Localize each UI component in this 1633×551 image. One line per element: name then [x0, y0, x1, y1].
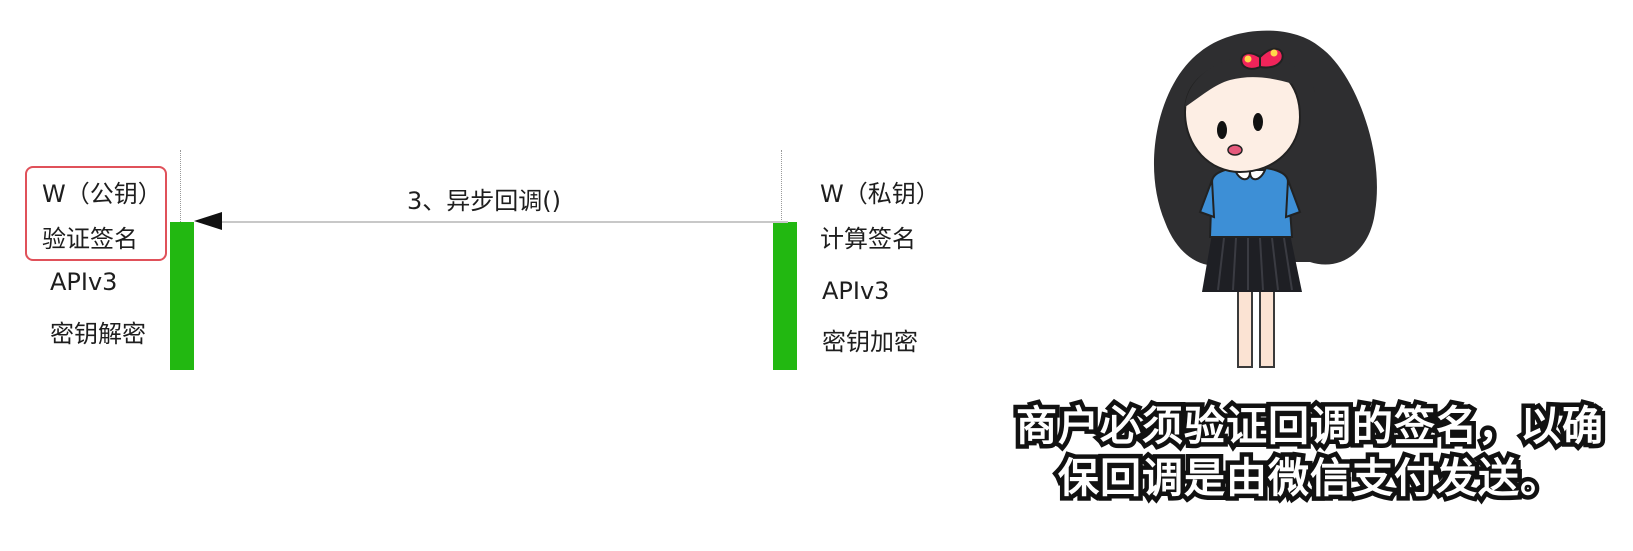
right-eye: [1253, 113, 1263, 131]
left-crypto-label: 密钥解密: [50, 320, 146, 348]
right-api-label: APIv3: [822, 277, 890, 305]
message-arrowhead-icon: [194, 212, 222, 230]
butterfly-bow: [1240, 47, 1284, 70]
left-activation-bar: [170, 222, 194, 370]
caption-line-1: 商户必须验证回调的签名，以确: [1012, 398, 1608, 455]
hair-bangs: [1185, 55, 1315, 107]
message-arrow-line: [206, 221, 788, 223]
highlight-box: [25, 166, 167, 261]
right-action-label: 计算签名: [820, 225, 916, 253]
right-activation-bar: [773, 222, 797, 370]
right-key-label: W（私钥）: [820, 180, 940, 208]
right-crypto-label: 密钥加密: [822, 328, 918, 356]
message-label: 3、异步回调(): [407, 187, 561, 215]
left-leg: [1237, 286, 1253, 368]
caption-line-2: 保回调是由微信支付发送。: [1054, 450, 1566, 507]
girl-illustration: [1153, 30, 1377, 368]
left-eye: [1217, 121, 1227, 139]
mouth: [1227, 144, 1243, 156]
right-leg: [1259, 286, 1275, 368]
left-action-label: 验证签名: [42, 225, 138, 253]
left-key-label: W（公钥）: [42, 180, 162, 208]
left-api-label: APIv3: [50, 268, 118, 296]
